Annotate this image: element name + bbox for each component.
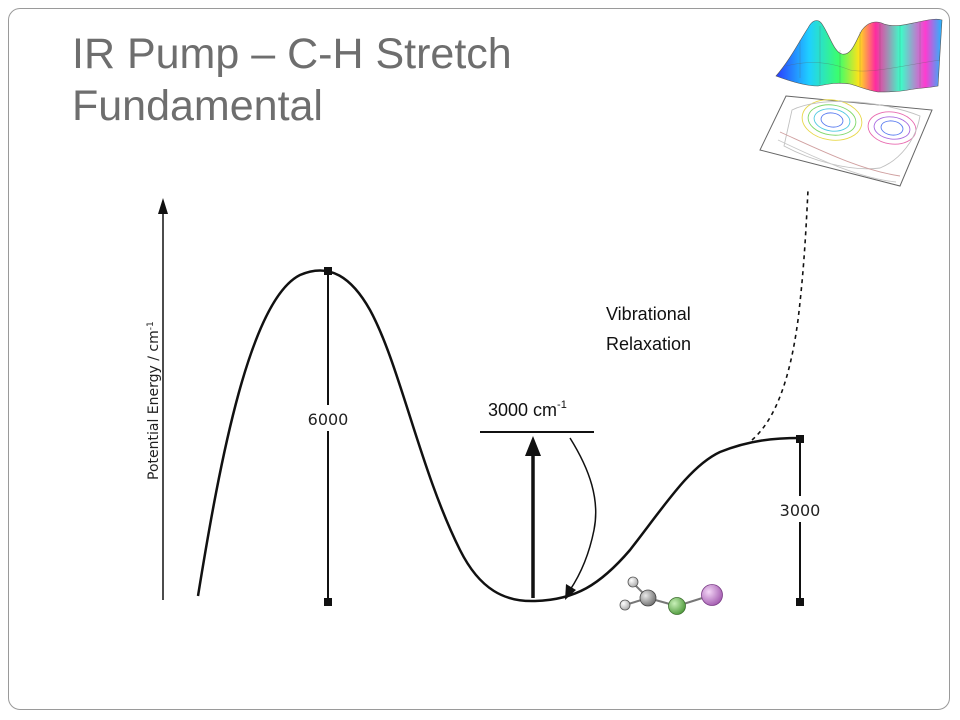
relaxation-arrow: [565, 437, 597, 600]
relaxation-label-line-1: Vibrational: [606, 304, 691, 324]
pump-up-arrow: [525, 436, 541, 598]
barrier-left-marker: [324, 267, 332, 606]
purple-atom: [701, 584, 723, 606]
pes-surface-thumbnail: [759, 18, 943, 187]
barrier-left-label: 6000: [308, 410, 349, 429]
y-axis-arrowhead: [158, 198, 168, 214]
y-axis-label: Potential Energy / cm-1: [146, 321, 162, 480]
molecule-icon: [619, 576, 723, 615]
title-line-2: Fundamental: [72, 82, 323, 130]
slide-title: IR Pump – C-H Stretch Fundamental: [72, 28, 712, 132]
dashed-dissociation-curve: [751, 189, 809, 441]
carbon-atom: [639, 589, 657, 607]
title-line-1: IR Pump – C-H Stretch: [72, 30, 512, 78]
hydrogen-atom-bottom: [619, 599, 631, 611]
barrier-right-label: 3000: [780, 501, 821, 520]
pes-3d-surface: [775, 18, 943, 93]
green-atom: [668, 597, 686, 615]
pump-label: 3000 cm-1: [488, 399, 567, 420]
relaxation-label-line-2: Relaxation: [606, 334, 691, 354]
y-axis: [158, 198, 168, 600]
potential-energy-curve: [196, 269, 801, 603]
hydrogen-atom-top: [627, 576, 639, 588]
pes-contour-plane: [759, 95, 933, 187]
